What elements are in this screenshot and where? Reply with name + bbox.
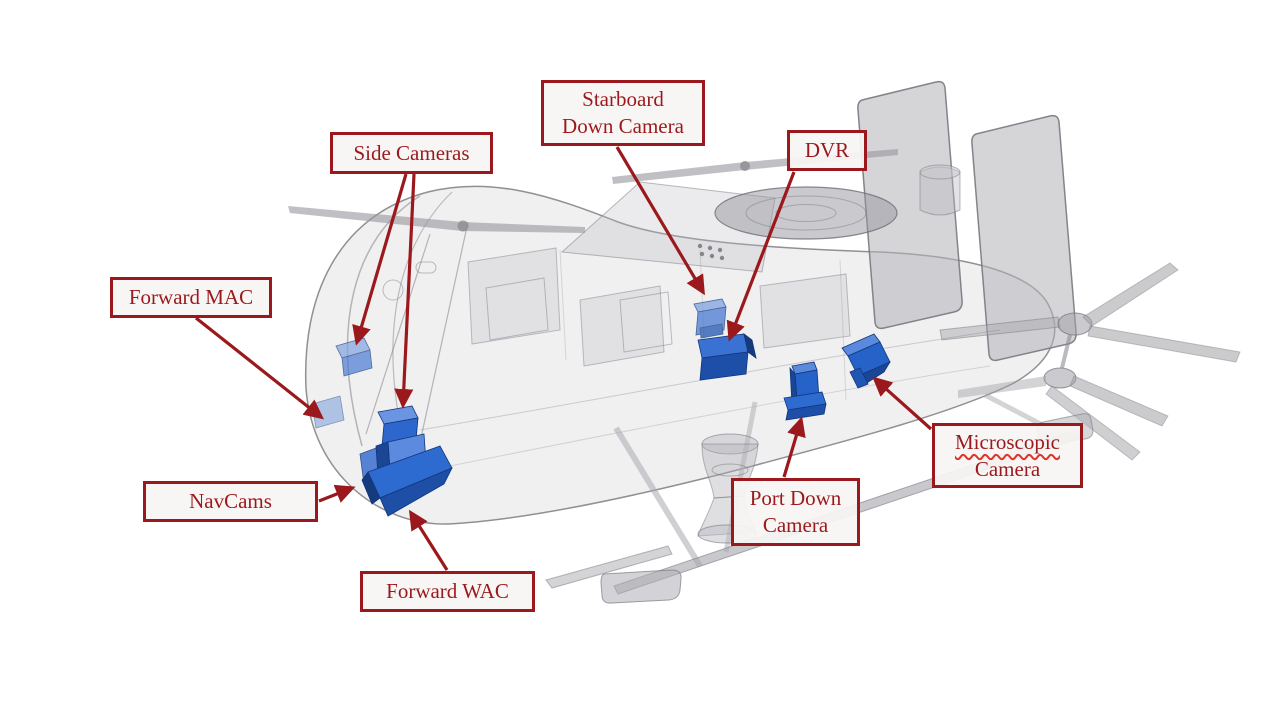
port-down-camera-component [783,361,827,421]
label-line: Side Cameras [353,140,470,165]
navcams-wac-cluster-component [359,405,453,517]
label-line: NavCams [189,489,272,513]
label-line: Camera [974,456,1041,481]
camera-components [311,298,891,517]
label-side-cameras: Side Cameras [330,132,493,174]
internal-structure [382,243,1001,469]
arrow-navcams [318,484,356,503]
arrow-side-cameras-2 [394,173,416,409]
label-forward-wac: Forward WAC [360,571,535,612]
label-line: Forward WAC [386,579,509,603]
label-line: Starboard [582,87,664,111]
arrow-forward-mac [195,316,325,420]
label-line: Down Camera [562,114,684,138]
arrow-starboard-down-camera [615,146,705,296]
arrow-side-cameras-1 [352,173,408,346]
label-forward-mac: Forward MAC [110,277,272,318]
label-line: Port Down [749,486,842,510]
arrow-microscopic-camera [872,376,933,431]
arrow-port-down-camera [782,416,806,478]
label-port-down-camera: Port Down Camera [731,478,860,546]
right-rotor-assembly [939,262,1241,461]
microscopic-camera-component [841,333,891,389]
arrow-dvr [726,171,796,342]
dvr-component [697,333,757,381]
spinning-rotor-disc [714,186,898,240]
label-dvr: DVR [787,130,867,171]
label-line: DVR [804,138,850,162]
callout-arrows [195,146,933,571]
rotor-blades [288,149,898,240]
label-line-spellcheck-underline: Microscopic [955,429,1060,454]
label-line: Forward MAC [128,285,254,309]
label-microscopic-camera: Microscopic Camera [932,423,1083,488]
starboard-down-camera-component [693,298,727,339]
label-line: Camera [762,513,829,537]
label-starboard-down-camera: Starboard Down Camera [541,80,705,146]
arrow-forward-wac [408,509,449,571]
lander-hull [304,80,1077,525]
label-navcams: NavCams [143,481,318,522]
